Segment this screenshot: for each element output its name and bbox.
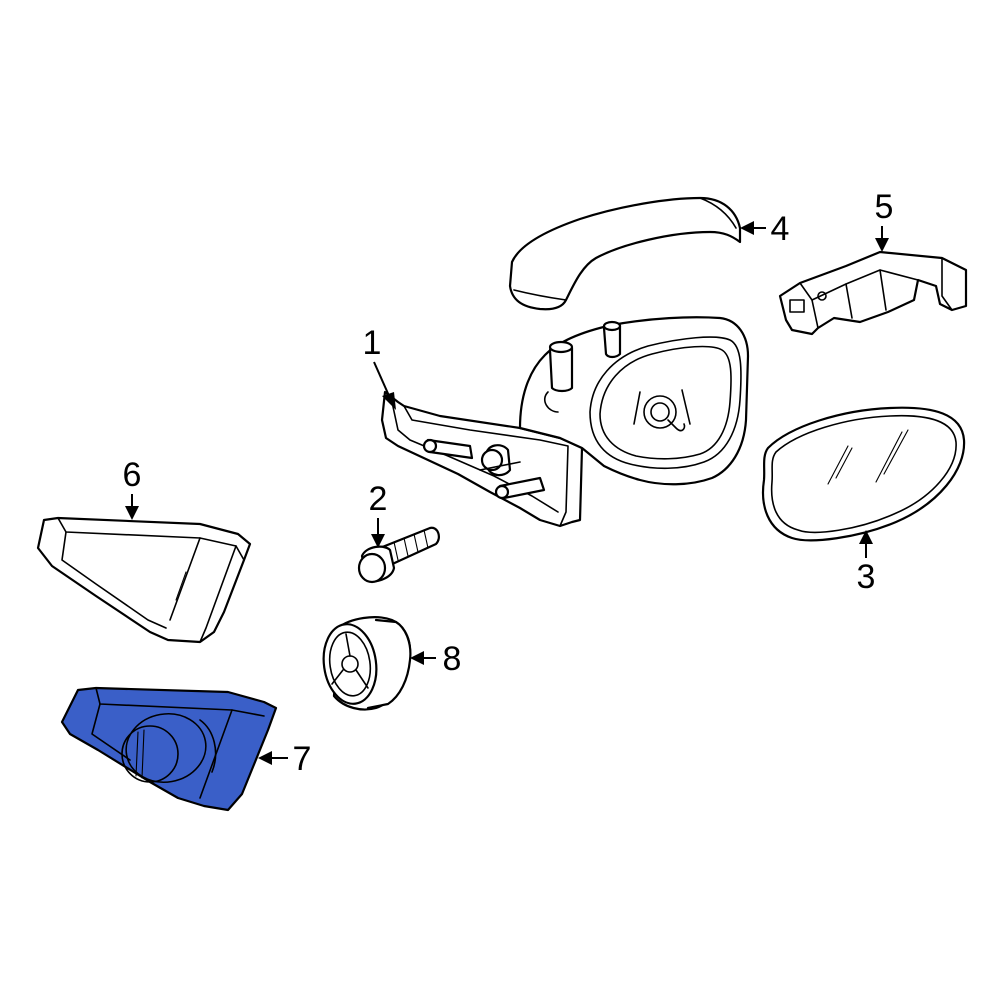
- mirror-glass-part[interactable]: [762, 406, 966, 542]
- svg-text:5: 5: [875, 188, 894, 226]
- lamp-part[interactable]: [319, 616, 412, 711]
- callout-5: 5: [875, 188, 894, 252]
- svg-text:4: 4: [771, 210, 790, 248]
- svg-text:6: 6: [123, 456, 142, 494]
- callout-7: 7: [258, 740, 311, 778]
- svg-text:1: 1: [363, 324, 382, 362]
- svg-text:3: 3: [857, 558, 876, 596]
- bracket-part[interactable]: [778, 250, 968, 336]
- bolt-part[interactable]: [357, 526, 440, 584]
- outer-cover-part[interactable]: [36, 516, 252, 644]
- callout-8: 8: [410, 640, 461, 678]
- svg-text:7: 7: [293, 740, 312, 778]
- inner-cover-highlight: [60, 686, 278, 812]
- callout-3: 3: [857, 530, 876, 596]
- callout-6: 6: [123, 456, 142, 520]
- callout-4: 4: [740, 210, 789, 248]
- mirror-cover-part[interactable]: [508, 196, 742, 311]
- callout-1: 1: [363, 324, 396, 410]
- svg-text:8: 8: [443, 640, 462, 678]
- svg-text:2: 2: [369, 480, 388, 518]
- inner-cover-part[interactable]: [60, 686, 278, 812]
- mirror-housing-part[interactable]: [380, 316, 750, 528]
- callout-2: 2: [369, 480, 388, 548]
